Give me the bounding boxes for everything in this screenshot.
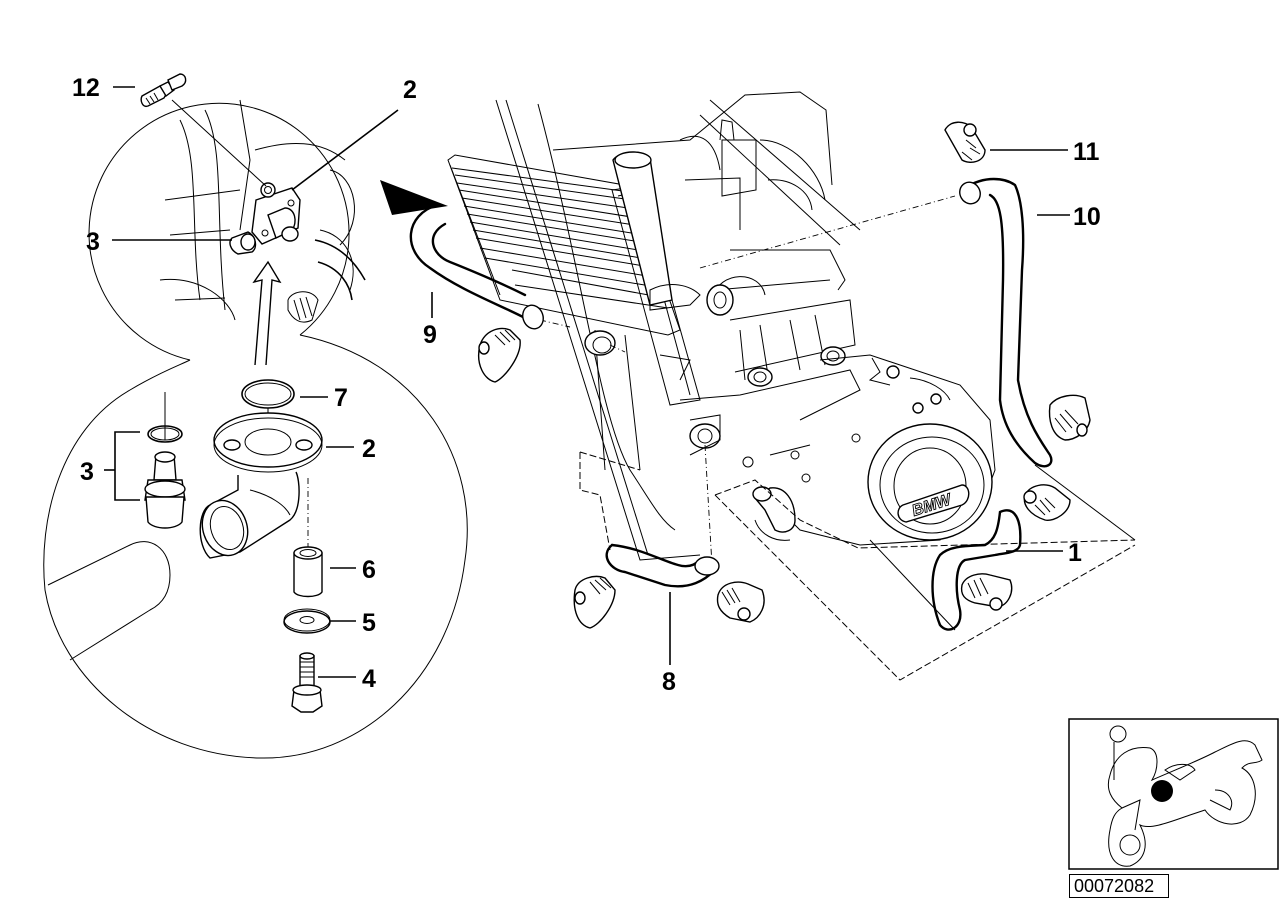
hose-1 bbox=[931, 509, 1022, 631]
callout-labels: 12 2 3 7 2 3 6 5 4 9 8 11 10 1 bbox=[72, 74, 1101, 696]
label-5: 5 bbox=[362, 609, 376, 637]
label-7: 7 bbox=[334, 384, 348, 412]
label-8: 8 bbox=[662, 668, 676, 696]
engine-radiator-drawing: BMW bbox=[447, 91, 1136, 681]
clamp-10 bbox=[1048, 394, 1091, 441]
locator-marker bbox=[1151, 780, 1173, 802]
label-2-lower: 2 bbox=[362, 435, 376, 463]
label-1: 1 bbox=[1068, 539, 1082, 567]
part-12-bleeder-screw bbox=[140, 73, 267, 187]
label-10: 10 bbox=[1073, 203, 1101, 231]
label-6: 6 bbox=[362, 556, 376, 584]
clamp-11 bbox=[944, 121, 986, 163]
label-4: 4 bbox=[362, 665, 376, 693]
detail-circle-upper bbox=[88, 99, 366, 366]
hose-10 bbox=[959, 177, 1053, 468]
hose-clamps bbox=[478, 121, 1091, 629]
label-3-lower: 3 bbox=[80, 458, 94, 486]
hose-9 bbox=[409, 203, 544, 330]
clamp-8-left bbox=[573, 575, 616, 629]
reference-number: 00072082 bbox=[1069, 874, 1169, 898]
clamp-1-upper bbox=[1023, 484, 1071, 521]
clamp-1-lower bbox=[960, 573, 1013, 611]
detail-circle-lower bbox=[43, 334, 468, 759]
label-9: 9 bbox=[423, 321, 437, 349]
label-2-upper: 2 bbox=[403, 76, 417, 104]
clamp-9 bbox=[478, 327, 521, 383]
radiator-fins bbox=[451, 167, 669, 309]
label-12: 12 bbox=[72, 74, 100, 102]
label-3-upper: 3 bbox=[86, 228, 100, 256]
label-11: 11 bbox=[1073, 138, 1100, 166]
leader-lines bbox=[104, 86, 1070, 678]
clamp-8-right bbox=[716, 581, 765, 623]
pointer-arrow bbox=[380, 180, 448, 215]
motorcycle-outline-icon bbox=[1107, 725, 1263, 867]
hose-8 bbox=[605, 543, 720, 588]
locator-thumbnail bbox=[1068, 718, 1279, 870]
